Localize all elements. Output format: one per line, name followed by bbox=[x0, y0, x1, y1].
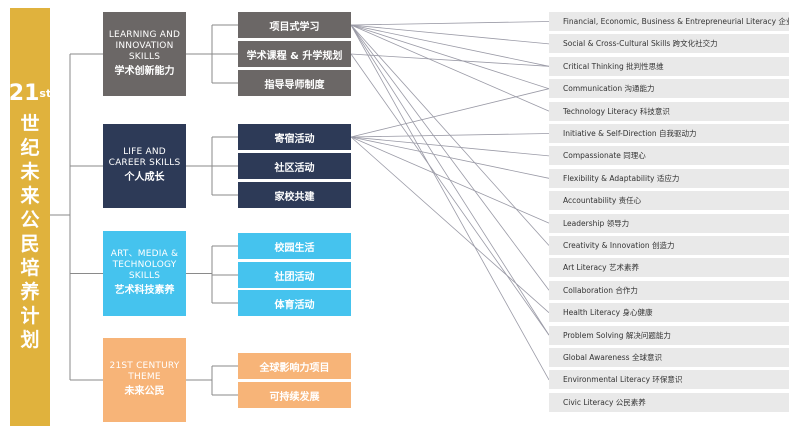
skill-connector-line bbox=[350, 21, 550, 26]
title-char: 计 bbox=[20, 305, 40, 327]
subitem-home-school: 家校共建 bbox=[238, 182, 351, 208]
category-learning-innovation: LEARNING AND INNOVATION SKILLS 学术创新能力 bbox=[103, 12, 186, 96]
title-char: 纪 bbox=[20, 137, 40, 159]
skill-item: Social & Cross-Cultural Skills 跨文化社交力 bbox=[549, 34, 789, 54]
skill-connector-line bbox=[350, 24, 550, 90]
skill-item: Collaboration 合作力 bbox=[549, 280, 789, 300]
program-title-bar: 21st 世纪未来公民培养计划 bbox=[8, 8, 52, 426]
skill-connector-line bbox=[350, 136, 550, 224]
subitem-academic-courses: 学术课程 & 升学规划 bbox=[238, 41, 351, 67]
category-zh-label: 学术创新能力 bbox=[114, 65, 175, 77]
skill-connector-line bbox=[350, 53, 550, 336]
category-zh-label: 个人成长 bbox=[124, 172, 165, 183]
skill-item: Flexibility & Adaptability 适应力 bbox=[549, 168, 789, 188]
title-number: 21st bbox=[8, 81, 52, 106]
category-art-media-tech: ART、MEDIA & TECHNOLOGY SKILLS 艺术科技素养 bbox=[103, 231, 186, 316]
title-char: 未 bbox=[20, 161, 40, 183]
skill-item: Civic Literacy 公民素养 bbox=[549, 392, 789, 412]
skill-connector-line bbox=[350, 24, 550, 67]
category-21st-century-theme: 21ST CENTURY THEME 未来公民 bbox=[103, 338, 186, 422]
title-text: 世纪未来公民培养计划 bbox=[20, 112, 39, 352]
skill-connector-line bbox=[350, 136, 550, 179]
title-char: 培 bbox=[20, 257, 40, 279]
category-en-label: 21ST CENTURY THEME bbox=[109, 361, 180, 382]
category-en-label: LEARNING AND INNOVATION SKILLS bbox=[108, 29, 181, 62]
skill-connector-line bbox=[350, 24, 550, 381]
title-char: 民 bbox=[20, 233, 40, 255]
skill-item: Environmental Literacy 环保意识 bbox=[549, 370, 789, 390]
skill-item: Technology Literacy 科技意识 bbox=[549, 101, 789, 121]
skill-connector-line bbox=[350, 88, 550, 138]
skill-item: Creativity & Innovation 创造力 bbox=[549, 236, 789, 255]
subitem-project-learning: 项目式学习 bbox=[238, 12, 351, 38]
skill-item: Leadership 领导力 bbox=[549, 213, 789, 233]
title-char: 来 bbox=[20, 185, 40, 207]
category-zh-label: 艺术科技素养 bbox=[114, 285, 175, 296]
subitem-global-impact: 全球影响力项目 bbox=[238, 353, 351, 379]
subitem-sports-activities: 体育活动 bbox=[238, 290, 351, 316]
category-zh-label: 未来公民 bbox=[124, 386, 165, 397]
skill-item: Problem Solving 解决问题能力 bbox=[549, 325, 789, 345]
subitem-mentor-system: 指导导师制度 bbox=[238, 70, 351, 96]
subitem-sustainability: 可持续发展 bbox=[238, 382, 351, 408]
skill-item: Health Literacy 身心健康 bbox=[549, 303, 789, 323]
title-char: 公 bbox=[20, 209, 40, 231]
skill-item: Initiative & Self-Direction 自我驱动力 bbox=[549, 124, 789, 143]
skill-item: Accountability 责任心 bbox=[549, 191, 789, 211]
subitem-campus-life: 校园生活 bbox=[238, 233, 351, 259]
skill-item: Compassionate 同理心 bbox=[549, 146, 789, 166]
skill-item: Communication 沟通能力 bbox=[549, 79, 789, 99]
subitem-boarding-activities: 寄宿活动 bbox=[238, 124, 351, 150]
title-char: 世 bbox=[20, 113, 40, 135]
skill-connector-line bbox=[350, 136, 550, 157]
title-char: 划 bbox=[20, 329, 40, 351]
skill-connector-line bbox=[350, 133, 550, 138]
skill-connector-line bbox=[350, 24, 550, 112]
category-en-label: ART、MEDIA & TECHNOLOGY SKILLS bbox=[110, 249, 179, 281]
skill-connector-line bbox=[350, 24, 550, 45]
skill-connector-line bbox=[350, 136, 550, 313]
skill-item: Financial, Economic, Business & Entrepre… bbox=[549, 12, 789, 31]
skill-item: Art Literacy 艺术素养 bbox=[549, 258, 789, 278]
subitem-club-activities: 社团活动 bbox=[238, 262, 351, 288]
category-en-label: LIFE AND CAREER SKILLS bbox=[108, 147, 181, 168]
skill-item: Global Awareness 全球意识 bbox=[549, 348, 789, 367]
skill-item: Critical Thinking 批判性思维 bbox=[549, 56, 789, 76]
title-char: 养 bbox=[20, 281, 40, 303]
skill-connector-line bbox=[350, 53, 550, 67]
subitem-community-activities: 社区活动 bbox=[238, 153, 351, 179]
category-life-career: LIFE AND CAREER SKILLS 个人成长 bbox=[103, 124, 186, 208]
